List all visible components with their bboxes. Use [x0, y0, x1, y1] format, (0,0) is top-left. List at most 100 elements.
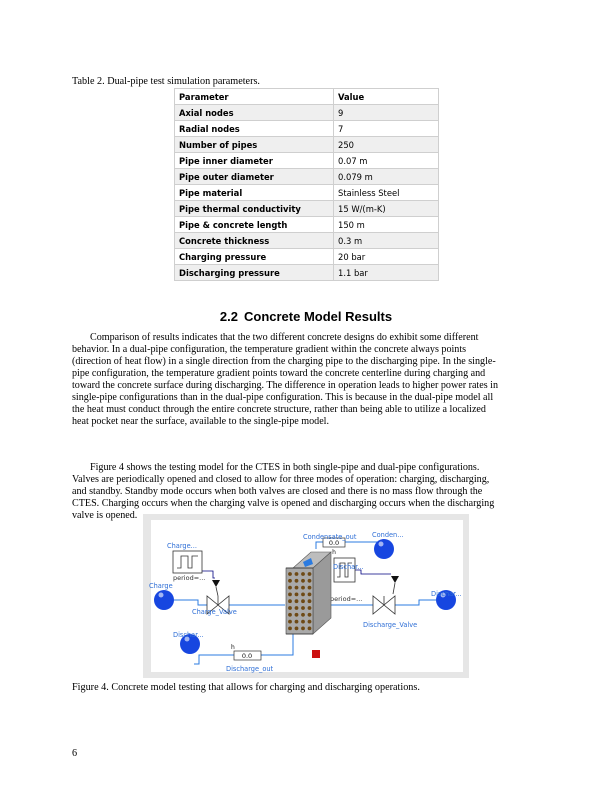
parameter-cell: Pipe material — [174, 184, 334, 201]
value-cell: 7 — [333, 120, 439, 137]
charge-source-line — [164, 599, 207, 606]
discharge-valve[interactable] — [372, 595, 396, 615]
value-cell: 1.1 bar — [333, 264, 439, 281]
pipe-dot — [288, 572, 292, 576]
pipe-dot — [307, 612, 312, 617]
discharge-sink-highlight — [440, 592, 446, 598]
value-cell: 20 bar — [333, 248, 439, 265]
pipe-dot — [294, 592, 299, 597]
value-cell: 250 — [333, 136, 439, 153]
paragraph-line: valve is opened. — [72, 510, 138, 521]
dischar-bottom-label: Dischar... — [173, 631, 204, 639]
parameter-cell: Pipe & concrete length — [174, 216, 334, 233]
value-cell: Value — [333, 88, 439, 105]
pipe-dot — [307, 606, 312, 610]
pipe-dot — [301, 612, 305, 617]
charge-valve-label: Charge_Valve — [192, 608, 237, 616]
section-title: Concrete Model Results — [243, 309, 393, 324]
pipe-dot — [294, 578, 299, 583]
condensate-sink-icon[interactable] — [374, 539, 394, 559]
ctes-port-icon — [303, 558, 313, 567]
pulse-icon-right — [337, 562, 352, 578]
parameter-cell: Number of pipes — [174, 136, 334, 153]
model-diagram: period=... period=... — [143, 514, 469, 678]
dischar-source-label: Dischar... — [333, 563, 364, 571]
pipe-dot — [301, 572, 305, 576]
paragraph-line: the heat must conduct through the entire… — [72, 404, 486, 415]
pipe-dot — [294, 626, 299, 631]
pulse-block-left[interactable] — [172, 550, 203, 574]
value-cell: 0.3 m — [333, 232, 439, 249]
value-cell: 15 W/(m-K) — [333, 200, 439, 217]
pulse-block-right[interactable] — [333, 557, 356, 583]
pipe-dot — [294, 572, 299, 576]
condensate-out-label: Condensate_out — [303, 533, 357, 541]
section-heading: 2.2 Concrete Model Results — [0, 309, 612, 324]
value-cell: 0.079 m — [333, 168, 439, 185]
signal-right — [353, 569, 391, 575]
pipe-dot — [294, 585, 299, 590]
parameter-cell: Pipe outer diameter — [174, 168, 334, 185]
pipe-dot — [307, 585, 312, 590]
pipe-dot — [301, 578, 305, 583]
discharge-source-highlight — [184, 636, 190, 642]
paragraph-line: single-pipe configurations than in the d… — [72, 392, 494, 403]
pipe-dot — [288, 585, 292, 590]
actuator-right — [391, 576, 399, 595]
pipe-dot — [301, 592, 305, 597]
charge-valve[interactable] — [206, 595, 230, 615]
paragraph-line: Figure 4 shows the testing model for the… — [90, 462, 480, 473]
pipe-dot — [301, 619, 305, 624]
value-cell: Stainless Steel — [333, 184, 439, 201]
paragraph-line: behavior. In a dual-pipe configuration, … — [72, 344, 467, 355]
parameter-cell: Parameter — [174, 88, 334, 105]
pipe-dot — [307, 599, 312, 604]
paragraph-line: and standby. Standby mode occurs when bo… — [72, 486, 483, 497]
section-number: 2.2 — [219, 309, 238, 324]
figure-caption: Figure 4. Concrete model testing that al… — [72, 682, 420, 693]
paragraph-line: toward the concrete surface during disch… — [72, 380, 499, 391]
value-cell: 0.07 m — [333, 152, 439, 169]
condensate-out-display[interactable] — [322, 537, 346, 548]
table-caption: Table 2. Dual-pipe test simulation param… — [72, 76, 260, 87]
pipe-dot — [288, 592, 292, 597]
paragraph-line: Comparison of results indicates that the… — [90, 332, 479, 343]
pipe-dot — [301, 626, 305, 631]
period-label-right: period=... — [330, 595, 362, 603]
parameter-cell: Discharging pressure — [174, 264, 334, 281]
charge-source-icon[interactable] — [154, 590, 174, 610]
parameter-cell: Charging pressure — [174, 248, 334, 265]
discharge-out-display[interactable] — [233, 650, 262, 661]
pipe-dot — [288, 612, 292, 617]
condensate-line-left — [315, 541, 323, 549]
dischar-right-label: Dischar... — [431, 590, 462, 598]
pipe-dot — [307, 592, 312, 597]
parameter-cell: Axial nodes — [174, 104, 334, 121]
pipe-dot — [301, 606, 305, 610]
signal-left — [202, 570, 215, 579]
page-number: 6 — [72, 748, 78, 759]
discharge-right-line — [395, 599, 436, 606]
pipe-dot — [307, 619, 312, 624]
pipe-dot — [288, 606, 292, 610]
pipe-dot — [288, 578, 292, 583]
discharge-valve-label: Discharge_Valve — [363, 621, 417, 629]
charge-source-highlight — [158, 592, 164, 598]
paragraph-line: Valves are periodically opened and close… — [72, 474, 490, 485]
pipe-dot — [307, 578, 312, 583]
parameter-cell: Radial nodes — [174, 120, 334, 137]
stop-time-icon — [312, 650, 320, 658]
concrete-ctes-block[interactable] — [285, 551, 332, 635]
pipe-dot — [288, 599, 292, 604]
value-cell: 9 — [333, 104, 439, 121]
